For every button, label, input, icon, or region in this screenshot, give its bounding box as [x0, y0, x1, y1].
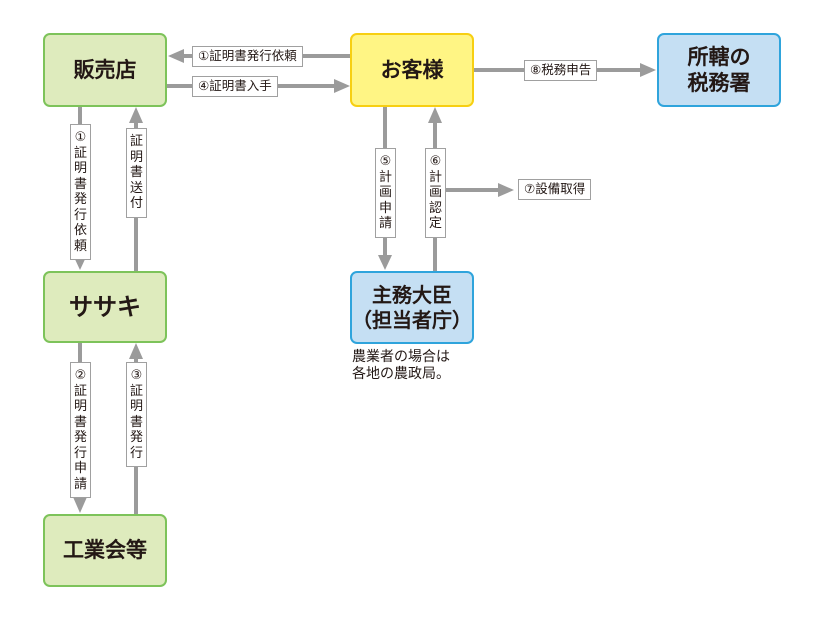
edge-label-char: 認 — [428, 200, 442, 216]
node-tax-office: 所轄の 税務署 — [657, 33, 781, 107]
edge-label-char: 発 — [129, 430, 143, 445]
edge-label-char: 書 — [73, 414, 87, 430]
node-industry-assoc-label: 工業会等 — [63, 538, 147, 563]
node-tax-office-line1: 所轄の — [687, 44, 751, 69]
edge-label-char: 発 — [73, 192, 87, 207]
edge-label-char: 依 — [73, 223, 87, 238]
edge-label-char: ① — [74, 130, 87, 145]
node-store: 販売店 — [43, 33, 167, 107]
edge-label-store-to-customer: ④証明書入手 — [192, 76, 278, 97]
edge-label-char: 請 — [73, 476, 87, 492]
arrowhead — [378, 255, 392, 270]
arrowhead — [168, 49, 184, 63]
edge-label-char: 証 — [73, 383, 87, 399]
edge-label-char: ⑤ — [379, 154, 392, 169]
arrowhead — [428, 107, 442, 123]
edge-label-char: 証 — [129, 134, 143, 149]
edge-label-char: 付 — [129, 196, 143, 211]
arrowhead — [129, 343, 143, 359]
edge-label-char: 定 — [428, 216, 442, 231]
edge-label-char: 明 — [73, 161, 87, 176]
edge-label-char: 画 — [428, 185, 442, 200]
node-minister: 主務大臣 （担当者庁） — [350, 271, 474, 344]
edge-label-char: ⑥ — [429, 154, 442, 169]
arrowhead — [334, 79, 350, 93]
arrowhead — [73, 497, 87, 513]
edge-label-char: 請 — [378, 216, 392, 231]
node-industry-assoc: 工業会等 — [43, 514, 167, 587]
edge-label-char: 申 — [378, 200, 392, 216]
edge-label-char: 行 — [129, 445, 143, 461]
arrowhead — [498, 183, 514, 197]
edge-label-char: 頼 — [73, 238, 87, 254]
edge-label-char: 計 — [428, 169, 442, 185]
edge-label-equipment: ⑦設備取得 — [518, 179, 592, 200]
edge-label-char: 書 — [73, 176, 87, 192]
node-sasaki-label: ササキ — [69, 293, 141, 321]
edge-label-char: 明 — [129, 399, 143, 414]
arrowhead — [640, 63, 656, 77]
minister-note-line1: 農業者の場合は — [352, 349, 450, 365]
edge-label-char: 画 — [378, 185, 392, 200]
node-minister-line1: 主務大臣 — [372, 282, 452, 307]
edge-label-char: ③ — [130, 368, 143, 383]
node-tax-office-line2: 税務署 — [687, 71, 751, 95]
minister-note: 農業者の場合は 各地の農政局。 — [352, 349, 450, 383]
edge-label-char: 申 — [73, 461, 87, 476]
edge-label-char: 計 — [378, 169, 392, 185]
edge-label-char: 行 — [73, 445, 87, 461]
edge-label-char: 書 — [129, 414, 143, 430]
node-customer-label: お客様 — [380, 57, 444, 82]
edge-label-char: 証 — [129, 383, 143, 399]
node-sasaki: ササキ — [43, 271, 167, 343]
minister-note-line2: 各地の農政局。 — [352, 366, 450, 382]
edge-label-char: 明 — [73, 399, 87, 414]
edge-label-char: 送 — [129, 180, 143, 196]
node-customer: お客様 — [350, 33, 474, 107]
edge-label-char: 発 — [73, 430, 87, 445]
edge-label-char: 明 — [129, 149, 143, 165]
edge-label-char: 証 — [73, 145, 87, 161]
edge-label-char: ② — [74, 368, 87, 383]
edge-label-char: 書 — [129, 165, 143, 180]
arrowhead — [129, 107, 143, 123]
node-store-label: 販売店 — [73, 57, 137, 82]
edge-label-char: 行 — [73, 207, 87, 223]
edge-label-customer-to-store: ①証明書発行依頼 — [192, 46, 303, 67]
node-minister-line2: （担当者庁） — [352, 307, 472, 332]
edge-label-customer-to-tax: ⑧税務申告 — [524, 60, 598, 81]
edge-label-sasaki-to-store: 証明書送付 — [126, 128, 147, 218]
